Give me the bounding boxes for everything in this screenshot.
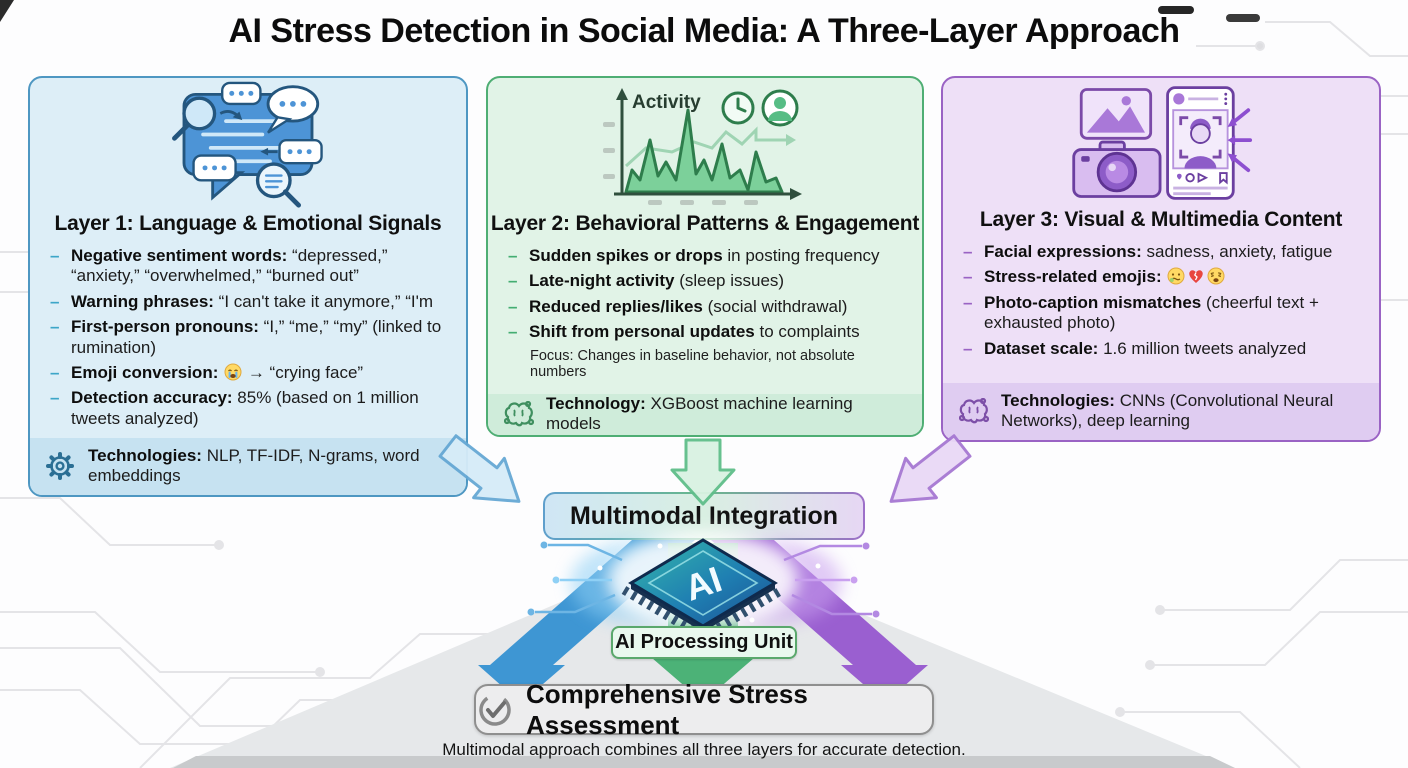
queasy-face-emoji [1167, 267, 1185, 285]
bullet-dash: – [963, 242, 973, 261]
list-item: –Late-night activity (sleep issues) [508, 271, 785, 291]
bullet-dash: – [50, 362, 60, 382]
list-item: –Facial expressions: sadness, anxiety, f… [963, 242, 1333, 261]
layer1-bullets: –Negative sentiment words: “depressed,” … [50, 246, 454, 429]
bullet-dash: – [50, 246, 60, 265]
layer3-heading: Layer 3: Visual & Multimedia Content [979, 208, 1343, 231]
camera-photo-post-icon [943, 78, 1379, 202]
activity-chart-icon: Activity [488, 78, 922, 206]
list-item: –Shift from personal updates to complain… [508, 322, 860, 342]
big-purple-arrow [703, 533, 928, 703]
ai-processing-unit-box: AI Processing Unit [611, 626, 797, 659]
list-item: –Reduced replies/likes (social withdrawa… [508, 296, 848, 316]
layer3-panel: Layer 3: Visual & Multimedia Content –Fa… [941, 76, 1381, 442]
chat-analysis-icon [30, 78, 466, 208]
bullet-dash: – [50, 291, 60, 311]
chip-glow [570, 532, 842, 628]
layer3-bullets: –Facial expressions: sadness, anxiety, f… [963, 242, 1367, 359]
layer2-tech-bar: Technology: XGBoost machine learning mod… [488, 394, 922, 435]
big-blue-arrow [478, 533, 703, 703]
layer2-heading: Layer 2: Behavioral Patterns & Engagemen… [490, 212, 920, 235]
chip-label: AI [679, 558, 726, 608]
assessment-label: Comprehensive Stress Assessment [526, 678, 808, 740]
bullet-dash: – [508, 246, 518, 265]
brain-icon [959, 397, 989, 425]
layer2-bullets: –Sudden spikes or drops in posting frequ… [508, 246, 910, 343]
list-item: –Detection accuracy: 85% (based on 1 mil… [50, 388, 419, 428]
chip-circuits [527, 541, 880, 623]
bullet-dash: – [963, 267, 973, 287]
assessment-box: Comprehensive Stress Assessment [474, 679, 934, 740]
bullet-dash: – [508, 322, 518, 342]
brain-icon [504, 400, 534, 428]
bullet-dash: – [508, 296, 518, 316]
svg-text:Activity: Activity [632, 92, 701, 113]
multimodal-integration-label: Multimodal Integration [569, 501, 839, 530]
multimodal-integration-box: Multimodal Integration [543, 492, 865, 540]
ai-chip: AI [621, 538, 785, 637]
bullet-dash: – [508, 271, 518, 291]
footnote: Multimodal approach combines all three l… [442, 740, 966, 759]
layer3-tech-bar: Technologies: CNNs (Convolutional Neural… [943, 383, 1379, 440]
page-title: AI Stress Detection in Social Media: A T… [228, 12, 1180, 50]
list-item: –Stress-related emojis: [963, 267, 1367, 287]
ai-processing-unit-label: AI Processing Unit [615, 631, 793, 653]
weary-face-emoji [1207, 267, 1225, 285]
check-circle-icon [476, 691, 514, 729]
bullet-dash: – [963, 338, 973, 358]
layer2-panel: Activity Layer 2: Behavioral Patterns & … [486, 76, 924, 437]
list-item: –Warning phrases: “I can't take it anymo… [50, 291, 434, 311]
layer1-panel: Layer 1: Language & Emotional Signals –N… [28, 76, 468, 497]
list-item: –Sudden spikes or drops in posting frequ… [508, 246, 880, 265]
bullet-dash: – [50, 317, 60, 337]
layer2-focus-note: Focus: Changes in baseline behavior, not… [530, 347, 855, 380]
loudly-crying-face-emoji [224, 363, 242, 381]
gear-icon [46, 452, 76, 480]
list-item: –Negative sentiment words: “depressed,” … [50, 246, 388, 286]
list-item: –Emoji conversion: → “crying face” [50, 362, 364, 382]
list-item: –First-person pronouns: “I,” “me,” “my” … [50, 317, 442, 357]
list-item: –Photo-caption mismatches (cheerful text… [963, 292, 1319, 333]
list-item: –Dataset scale: 1.6 million tweets analy… [963, 338, 1307, 358]
layer1-tech-bar: Technologies: NLP, TF-IDF, N-grams, word… [30, 438, 466, 495]
bullet-dash: – [50, 388, 60, 408]
broken-heart-emoji [1187, 267, 1205, 285]
bullet-dash: – [963, 292, 973, 312]
layer1-heading: Layer 1: Language & Emotional Signals [54, 212, 442, 235]
